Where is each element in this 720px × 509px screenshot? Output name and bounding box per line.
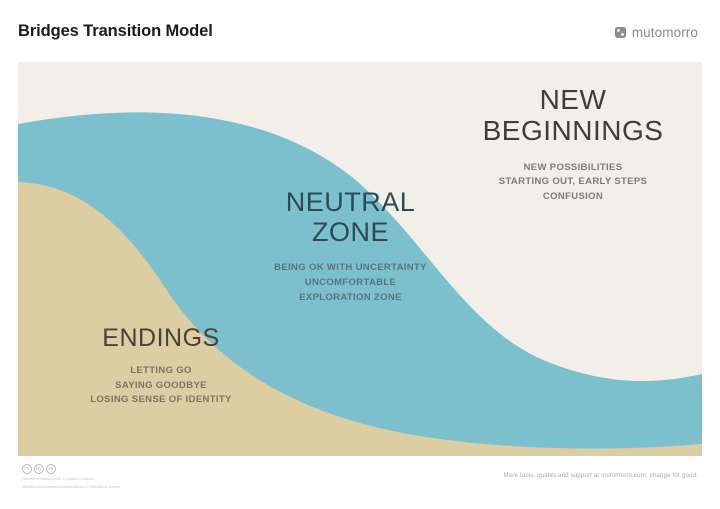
zone-neutral-title: NEUTRAL ZONE: [223, 187, 478, 247]
zone-neutral-title-line-1: NEUTRAL: [285, 187, 416, 217]
endings-region: [18, 182, 702, 456]
zone-neutral-title-line-2: ZONE: [311, 217, 389, 248]
footer-note: More tools, guides and support at mutomo…: [503, 472, 698, 479]
creative-commons-block: cc by sa This work is licensed under a C…: [22, 464, 121, 490]
zone-neutral-lines: BEING OK WITH UNCERTAINTY UNCOMFORTABLE …: [223, 261, 478, 305]
zone-neutral: NEUTRAL ZONE BEING OK WITH UNCERTAINTY U…: [223, 187, 478, 306]
zone-endings-title: ENDINGS: [102, 324, 220, 352]
page-header: Bridges Transition Model mutomorro: [0, 0, 720, 62]
zone-new-beginnings-lines: NEW POSSIBILITIES STARTING OUT, EARLY ST…: [448, 161, 698, 205]
zone-endings-line-2: SAYING GOODBYE: [115, 379, 207, 391]
zone-new-beginnings-title-line-1: NEW: [539, 84, 607, 115]
brand-name: mutomorro: [631, 25, 698, 40]
zone-new-beginnings-line-1: NEW POSSIBILITIES: [523, 161, 623, 173]
mutomorro-square-icon: [614, 27, 626, 38]
zone-new-beginnings: NEW BEGINNINGS NEW POSSIBILITIES STARTIN…: [448, 84, 698, 205]
zone-endings-line-3: LOSING SENSE OF IDENTITY: [90, 394, 232, 406]
zone-new-beginnings-line-3: CONFUSION: [542, 191, 604, 203]
page-title: Bridges Transition Model: [18, 22, 213, 40]
zone-neutral-line-3: EXPLORATION ZONE: [299, 291, 402, 303]
zone-endings: ENDINGS LETTING GO SAYING GOODBYE LOSING…: [36, 324, 286, 408]
cc-by-icon: by: [34, 464, 44, 474]
zone-endings-line-1: LETTING GO: [130, 365, 192, 376]
creative-commons-icons: cc by sa: [22, 464, 121, 474]
transition-diagram: ENDINGS LETTING GO SAYING GOODBYE LOSING…: [18, 62, 702, 456]
transition-curves: [18, 62, 702, 456]
zone-neutral-line-1: BEING OK WITH UNCERTAINTY: [274, 262, 427, 274]
cc-sa-icon: sa: [46, 464, 56, 474]
license-line-1: This work is licensed under a Creative C…: [22, 477, 94, 481]
zone-new-beginnings-line-2: STARTING OUT, EARLY STEPS: [498, 176, 648, 188]
zone-new-beginnings-title-line-2: BEGINNINGS: [482, 115, 664, 147]
license-line-2: Attribution-NonCommercial-NoDerivatives …: [22, 484, 121, 489]
page-footer: cc by sa This work is licensed under a C…: [0, 456, 720, 509]
zone-neutral-line-2: UNCOMFORTABLE: [304, 277, 397, 289]
brand-logo: mutomorro: [614, 25, 698, 40]
cc-icon: cc: [22, 464, 32, 474]
zone-new-beginnings-title: NEW BEGINNINGS: [448, 84, 698, 147]
zone-endings-lines: LETTING GO SAYING GOODBYE LOSING SENSE O…: [36, 364, 286, 408]
